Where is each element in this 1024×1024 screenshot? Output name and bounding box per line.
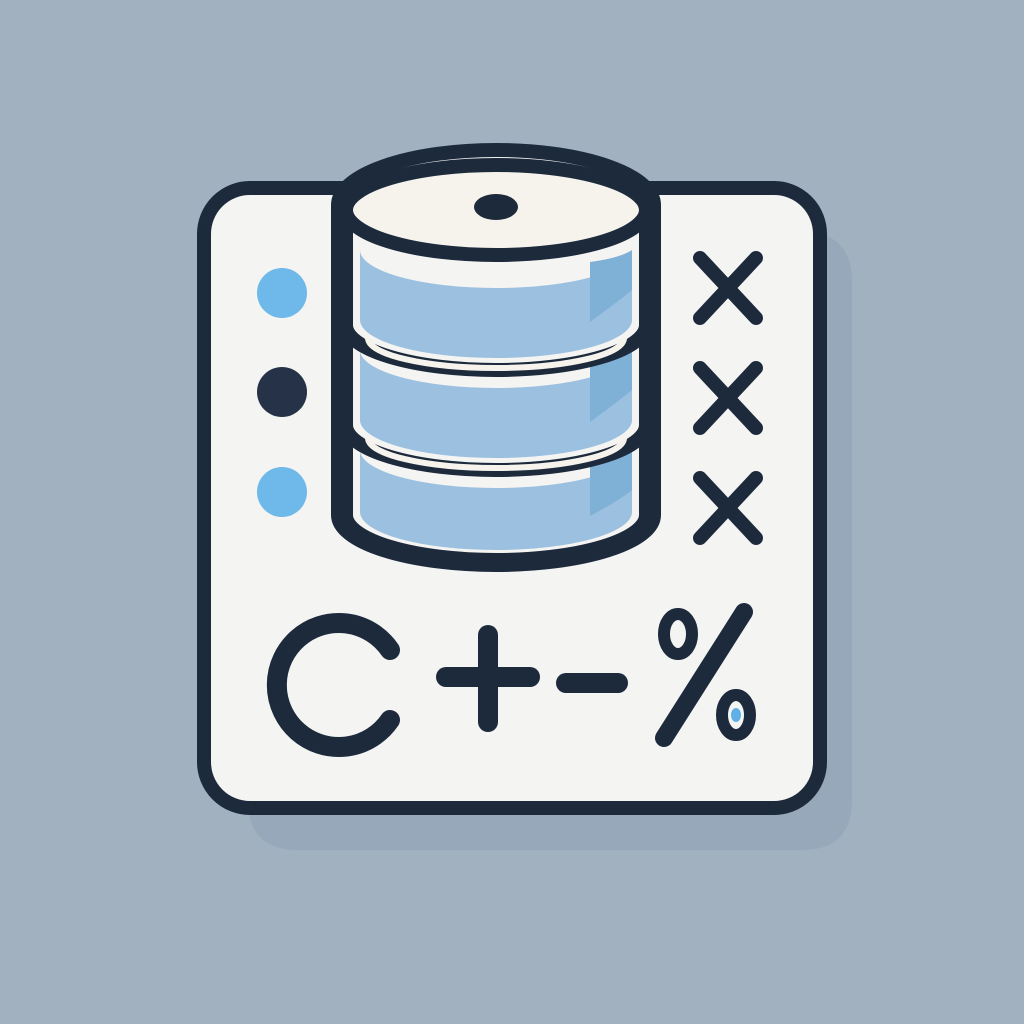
close-icon <box>693 361 763 435</box>
right-marks <box>693 251 763 545</box>
database-top-hole-icon <box>474 194 518 220</box>
dot-light-icon <box>257 268 307 318</box>
close-icon <box>693 251 763 325</box>
close-icon <box>693 471 763 545</box>
clear-symbol-icon <box>266 613 400 757</box>
dot-dark-icon <box>257 367 307 417</box>
operator-row <box>266 603 756 757</box>
database-icon <box>331 143 661 572</box>
dot-light-icon <box>257 467 307 517</box>
percent-symbol-icon <box>655 603 756 747</box>
plus-symbol-icon <box>436 625 540 732</box>
left-dots <box>257 268 307 517</box>
